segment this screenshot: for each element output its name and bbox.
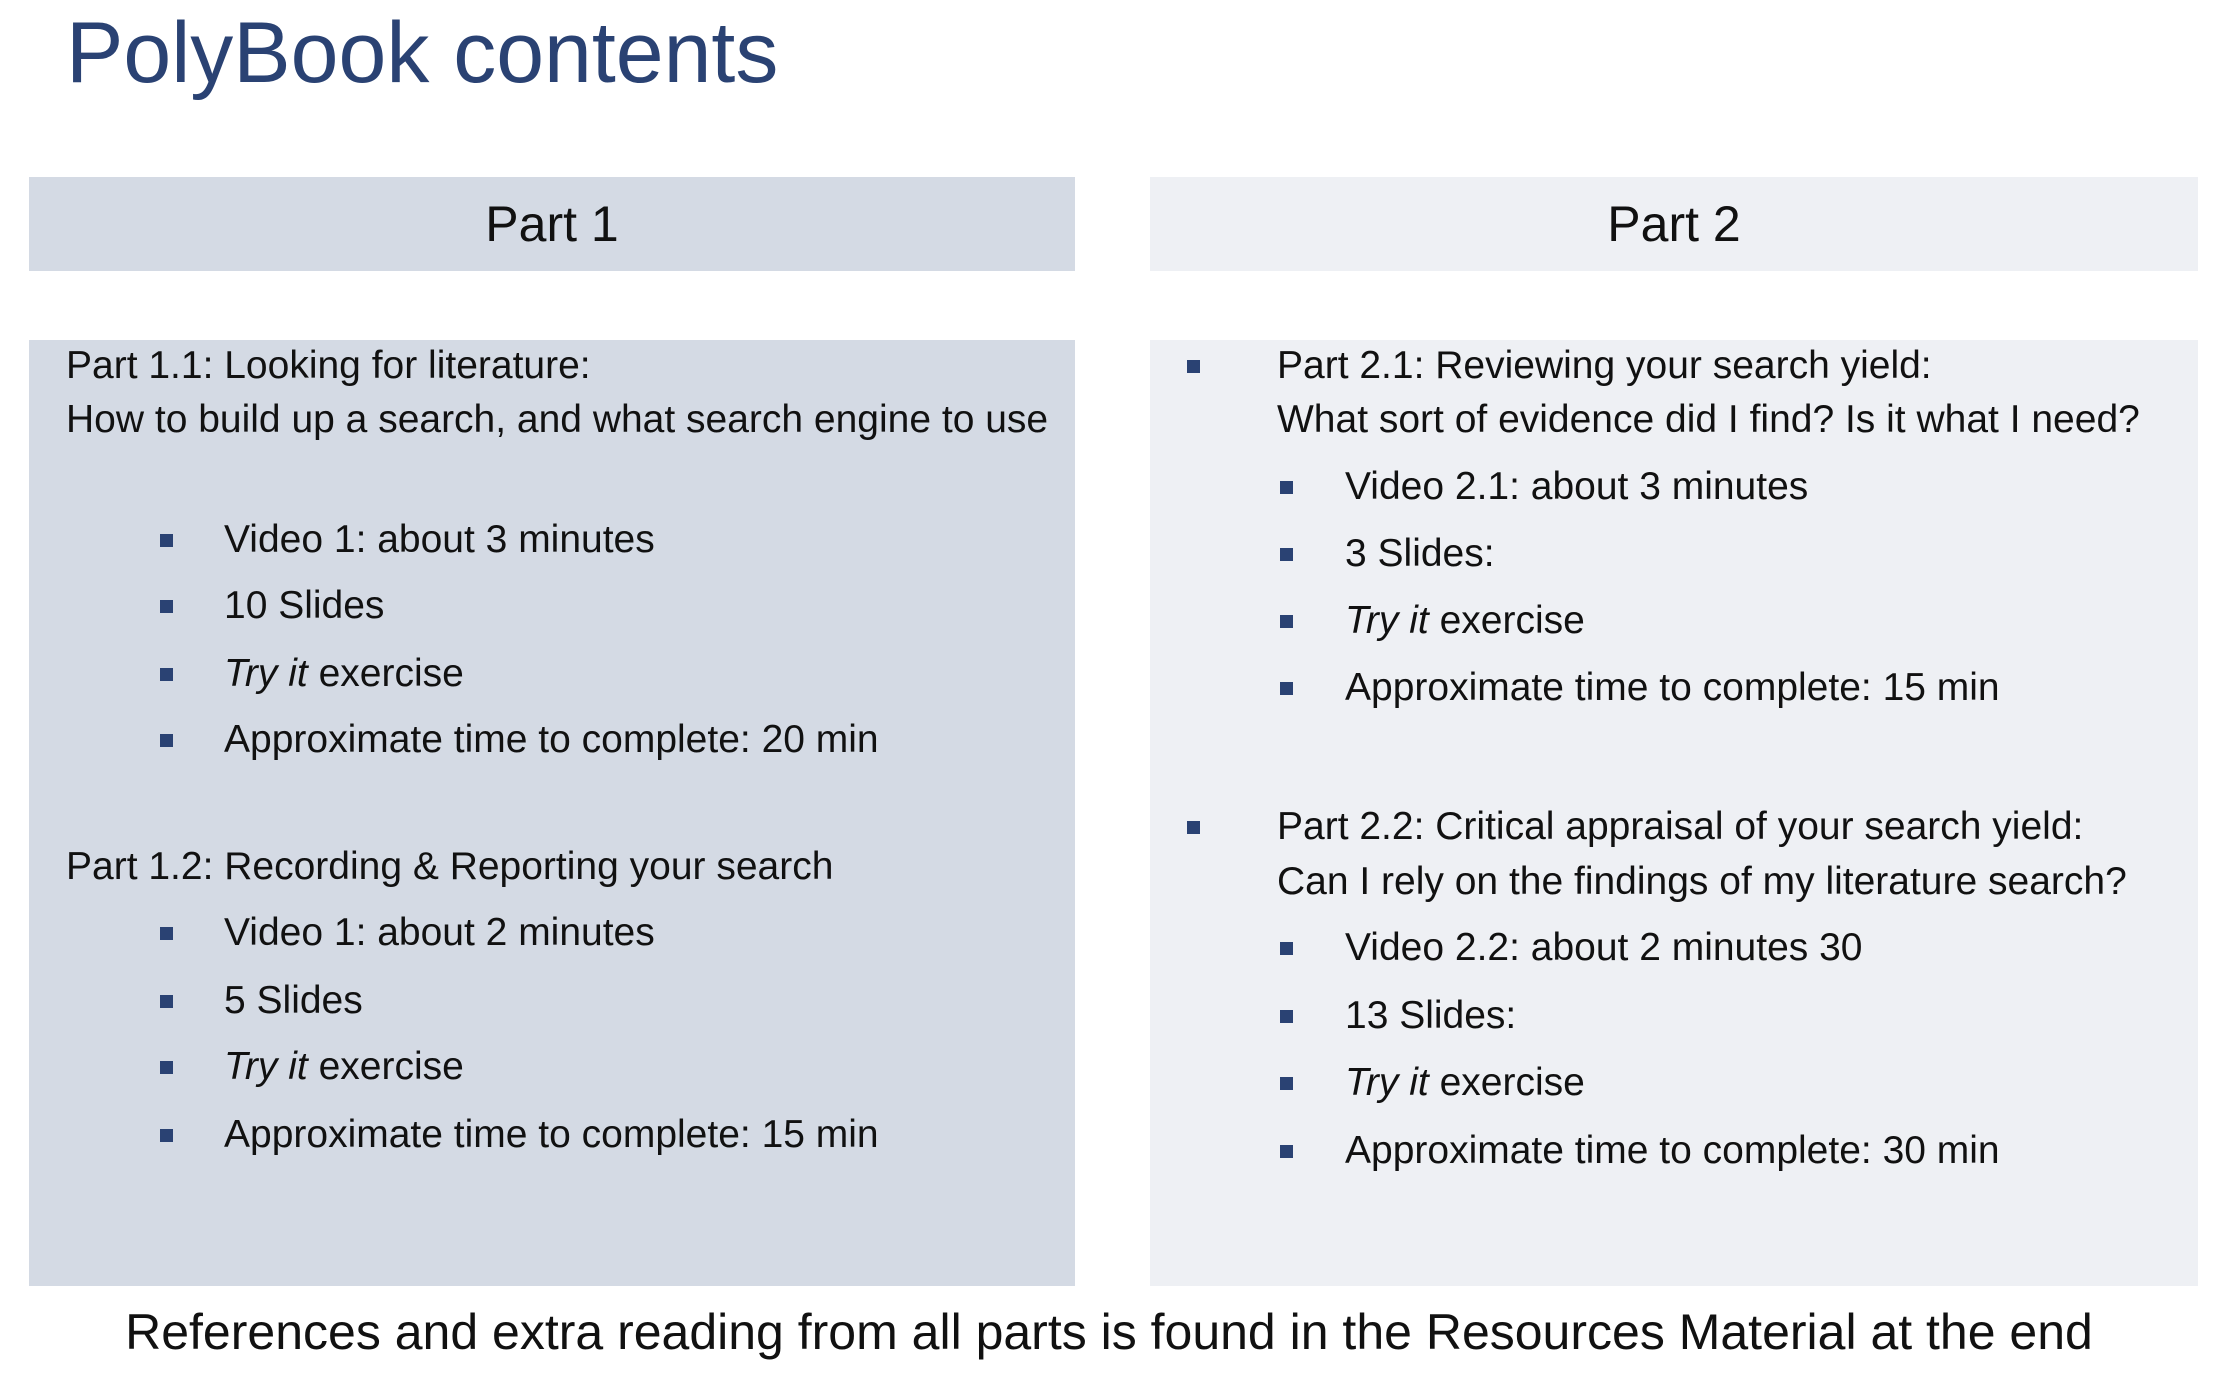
list-item: 3 Slides: xyxy=(1345,532,1495,575)
section-2-1-subheading: What sort of evidence did I find? Is it … xyxy=(1277,398,2140,441)
part-2-panel xyxy=(1150,340,2198,1286)
emphasis-text: Try it xyxy=(1345,599,1429,642)
item-text: exercise xyxy=(1428,1061,1585,1104)
bullet-icon xyxy=(160,734,173,747)
list-item: Approximate time to complete: 30 min xyxy=(1345,1129,2000,1172)
bullet-icon xyxy=(160,1061,173,1074)
list-item: Try it exercise xyxy=(1345,594,1585,648)
list-item: Approximate time to complete: 15 min xyxy=(1345,666,2000,709)
bullet-icon xyxy=(1280,548,1293,561)
bullet-icon xyxy=(160,927,173,940)
list-item: Try it exercise xyxy=(224,1040,464,1094)
part-2-header-label: Part 2 xyxy=(1607,196,1741,252)
list-item: Try it exercise xyxy=(224,647,464,701)
part-1-header: Part 1 xyxy=(29,177,1075,271)
bullet-icon xyxy=(160,668,173,681)
bullet-icon xyxy=(1187,821,1200,834)
section-2-2-subheading: Can I rely on the findings of my literat… xyxy=(1277,860,2127,903)
list-item: 13 Slides: xyxy=(1345,994,1517,1037)
bullet-icon xyxy=(160,534,173,547)
item-text: exercise xyxy=(307,1045,464,1088)
bullet-icon xyxy=(1187,360,1200,373)
list-item: Try it exercise xyxy=(1345,1056,1585,1110)
list-item: Video 1: about 3 minutes xyxy=(224,518,655,561)
part-1-header-label: Part 1 xyxy=(485,196,619,252)
emphasis-text: Try it xyxy=(224,1045,308,1088)
list-item: Video 1: about 2 minutes xyxy=(224,911,655,954)
list-item: 5 Slides xyxy=(224,979,363,1022)
bullet-icon xyxy=(1280,1077,1293,1090)
bullet-icon xyxy=(1280,615,1293,628)
list-item: Approximate time to complete: 20 min xyxy=(224,718,879,761)
footer-note: References and extra reading from all pa… xyxy=(125,1304,2093,1360)
list-item: Video 2.1: about 3 minutes xyxy=(1345,465,1809,508)
list-item: Video 2.2: about 2 minutes 30 xyxy=(1345,926,1863,969)
bullet-icon xyxy=(160,1129,173,1142)
item-text: exercise xyxy=(307,652,464,695)
bullet-icon xyxy=(1280,1145,1293,1158)
bullet-icon xyxy=(160,600,173,613)
part-1-panel xyxy=(29,340,1075,1286)
list-item: 10 Slides xyxy=(224,584,385,627)
item-text: exercise xyxy=(1428,599,1585,642)
bullet-icon xyxy=(1280,682,1293,695)
bullet-icon xyxy=(1280,942,1293,955)
emphasis-text: Try it xyxy=(1345,1061,1429,1104)
bullet-icon xyxy=(1280,481,1293,494)
section-1-1-subheading: How to build up a search, and what searc… xyxy=(66,398,1049,441)
bullet-icon xyxy=(160,995,173,1008)
section-1-1-heading: Part 1.1: Looking for literature: xyxy=(66,344,591,387)
section-2-2-heading: Part 2.2: Critical appraisal of your sea… xyxy=(1277,805,2084,848)
bullet-icon xyxy=(1280,1010,1293,1023)
page-title: PolyBook contents xyxy=(66,5,779,101)
emphasis-text: Try it xyxy=(224,652,308,695)
part-2-header: Part 2 xyxy=(1150,177,2198,271)
list-item: Approximate time to complete: 15 min xyxy=(224,1113,879,1156)
section-1-2-heading: Part 1.2: Recording & Reporting your sea… xyxy=(66,845,834,888)
section-2-1-heading: Part 2.1: Reviewing your search yield: xyxy=(1277,344,1932,387)
